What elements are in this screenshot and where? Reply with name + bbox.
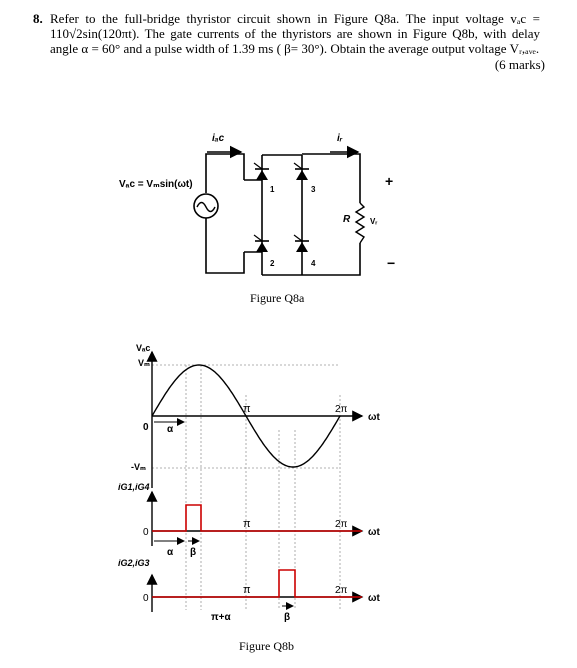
plus-label: + bbox=[385, 173, 393, 189]
ig23-pi: π bbox=[243, 584, 251, 596]
thyristor-4 bbox=[293, 234, 309, 252]
minus-label: − bbox=[387, 255, 395, 271]
ig14-zero: 0 bbox=[143, 527, 149, 538]
vac-zero: 0 bbox=[143, 422, 149, 433]
vac-alpha: α bbox=[167, 424, 174, 435]
resistor-label: R bbox=[343, 214, 351, 225]
resistor bbox=[354, 202, 366, 244]
ig14-pi: π bbox=[243, 518, 251, 530]
ig23-2pi: 2π bbox=[335, 585, 348, 596]
ig23-pulse bbox=[152, 569, 362, 598]
thyristor-2 bbox=[253, 234, 269, 252]
question-marks: (6 marks) bbox=[494, 57, 545, 72]
thyristor-4-label: 4 bbox=[311, 259, 316, 268]
ig23-omega-t: ωt bbox=[368, 593, 380, 604]
vac-2pi: 2π bbox=[335, 404, 348, 415]
ig23-axis-label: i⁡G2,i⁡G3 bbox=[118, 558, 150, 568]
vac-sine-wave bbox=[151, 364, 341, 468]
vac-axis-label: Vₐc bbox=[136, 343, 150, 353]
question-text: Refer to the full-bridge thyristor circu… bbox=[50, 11, 540, 56]
vac-axes bbox=[146, 350, 364, 488]
neg-vm-label: -Vₘ bbox=[131, 462, 146, 472]
ig14-omega-t: ωt bbox=[368, 527, 380, 538]
ig14-pulse bbox=[152, 504, 362, 532]
ac-source bbox=[193, 193, 219, 219]
ig23-zero: 0 bbox=[143, 593, 149, 604]
pi-plus-alpha-label: π+α bbox=[211, 612, 231, 623]
iac-label: iₐc bbox=[212, 133, 225, 144]
ig14-2pi: 2π bbox=[335, 519, 348, 530]
figure-a-caption: Figure Q8a bbox=[250, 291, 305, 305]
thyristor-1-label: 1 bbox=[270, 185, 275, 194]
alpha-beta-arrows bbox=[154, 418, 294, 610]
thyristor-3 bbox=[293, 162, 309, 180]
thyristor-3-label: 3 bbox=[311, 185, 316, 194]
source-label: Vₐc = Vₘsin(ωt) bbox=[119, 179, 193, 190]
vac-omega-t: ωt bbox=[368, 412, 380, 423]
ig23-axes bbox=[146, 573, 364, 612]
thyristor-2-label: 2 bbox=[270, 259, 275, 268]
question-number: 8. bbox=[33, 11, 43, 26]
vac-pi: π bbox=[243, 403, 251, 415]
ig14-beta: β bbox=[190, 547, 196, 558]
ig14-axis-label: i⁡G1,i⁡G4 bbox=[118, 482, 150, 492]
vr-label: Vᵣ bbox=[370, 217, 377, 226]
ig14-axes bbox=[146, 490, 364, 546]
figure-b-caption: Figure Q8b bbox=[239, 639, 294, 653]
circuit-diagram bbox=[205, 153, 361, 276]
ig14-alpha: α bbox=[167, 547, 174, 558]
ig23-beta: β bbox=[284, 612, 290, 623]
thyristor-1 bbox=[253, 162, 269, 180]
vm-label: Vₘ bbox=[138, 358, 150, 368]
ir-label: iᵣ bbox=[337, 133, 343, 144]
waveform-grid bbox=[152, 364, 341, 610]
